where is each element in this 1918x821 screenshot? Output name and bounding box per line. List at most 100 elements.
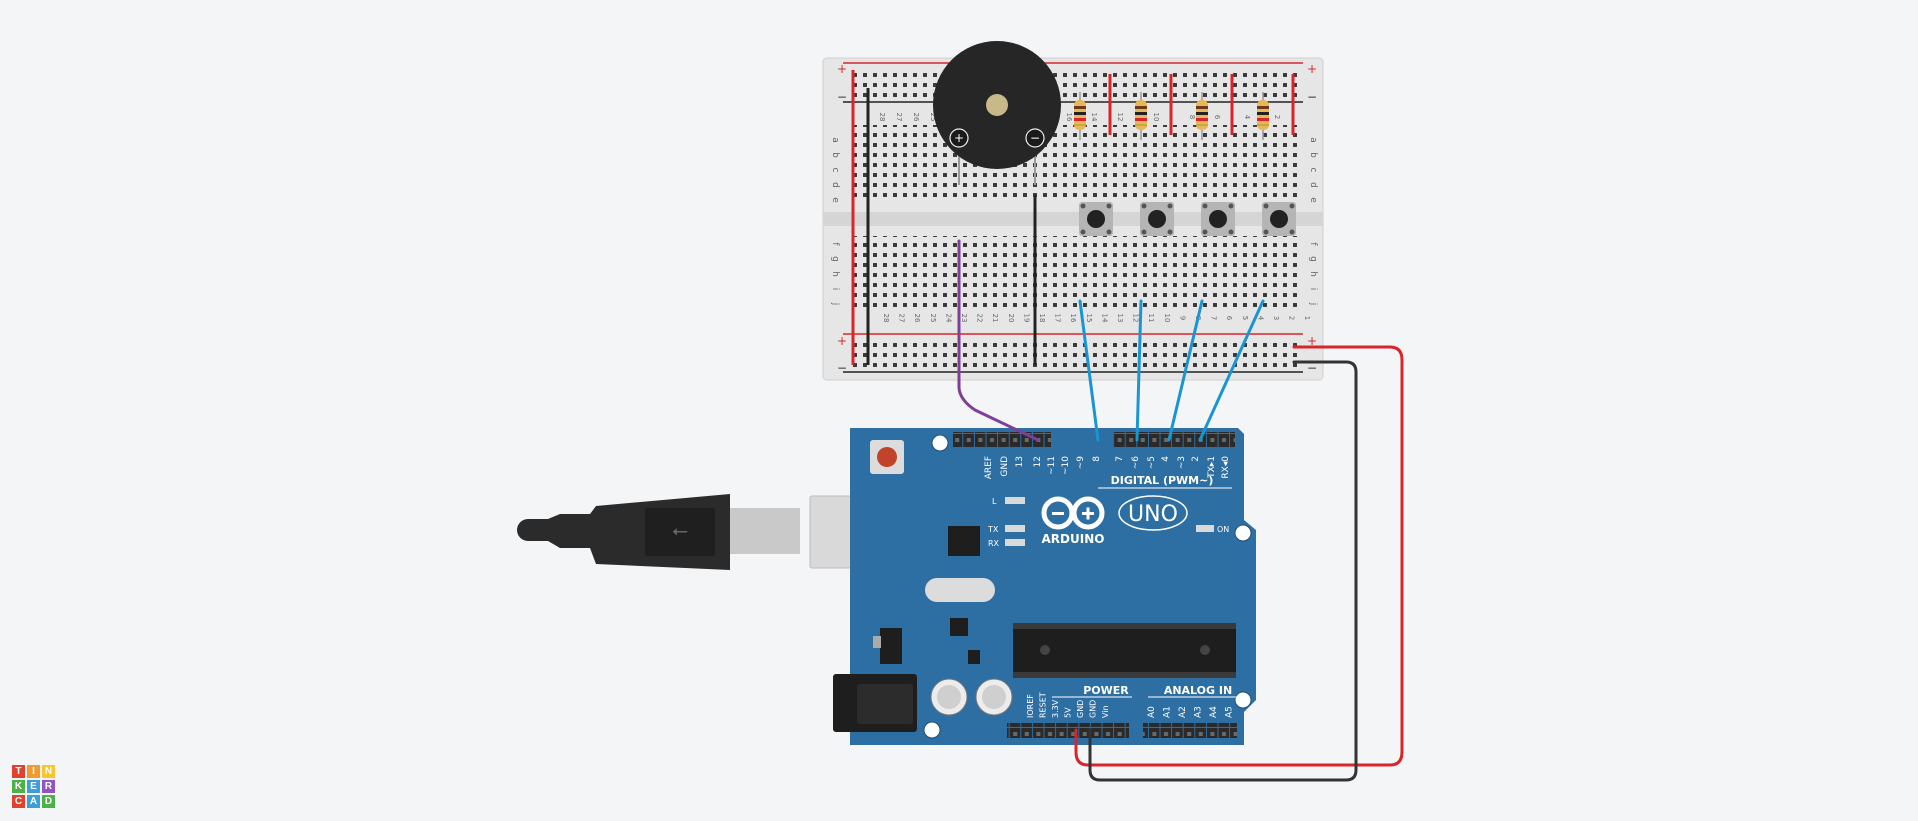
resistor-3[interactable] [1196,92,1208,140]
wire-blue-button2-pin6[interactable] [1135,299,1143,442]
analog-header[interactable] [1143,723,1237,738]
logo-tile: I [27,765,40,778]
breadboard-center-channel [823,212,1323,226]
power-jack-inner [857,684,913,724]
column-number: 4 [1256,316,1264,321]
resistor-1[interactable] [1074,92,1086,140]
power-header[interactable] [1007,723,1129,738]
buzzer-minus-terminal [1025,128,1045,148]
rail-minus-label-tr: − [1307,90,1317,104]
usb-metal-shell [730,508,800,554]
pushbutton-3[interactable] [1201,202,1235,236]
terminal-top-holes[interactable] [850,125,1300,199]
column-number: 15 [1085,314,1093,323]
column-number: 6 [1225,316,1233,321]
column-number: 20 [1007,314,1015,323]
row-label: c [1308,168,1318,173]
usb-chip [948,526,980,556]
column-number: 14 [1100,314,1108,323]
digital-header-right[interactable] [1113,432,1235,447]
row-label: d [1308,182,1318,188]
digital-pin-label: ~9 [1076,456,1086,470]
wire-blue-button1-pin8[interactable] [1078,299,1100,442]
row-label: a [1308,137,1318,143]
wire-purple-buzzer-pin12[interactable] [957,239,1040,442]
led-l-label: L [992,497,997,506]
logo-tile: N [42,765,55,778]
logo-tile: A [27,795,40,808]
row-label: g [1308,256,1318,262]
rail-bottom-holes[interactable] [850,340,1300,367]
led-tx [1005,525,1025,532]
column-number: 26 [913,314,921,323]
digital-pin-label: GND [1000,456,1010,477]
pushbuttons[interactable] [1079,202,1296,236]
reset-button-cap[interactable] [877,447,897,467]
pushbutton-1[interactable] [1079,202,1113,236]
column-number: 12 [1116,113,1124,122]
digital-label: DIGITAL (PWM~) [1111,474,1214,487]
column-number: 17 [1054,314,1062,323]
digital-pin-label: RX◂0 [1221,456,1231,479]
column-number: 27 [895,113,903,122]
power-pin-label: 5V [1064,707,1073,718]
wire-black-gnd[interactable] [1088,360,1358,782]
rail-top-holes[interactable] [850,70,1300,97]
led-tx-label: TX [987,525,999,534]
arduino-brand: ARDUINO [1042,532,1105,546]
uno-label: UNO [1128,502,1178,527]
uno-badge [1118,495,1188,531]
column-number: 6 [1213,115,1221,120]
row-label: b [830,152,840,158]
power-pin-label: RESET [1039,692,1048,718]
row-label: f [830,242,840,246]
digital-pin-label: AREF [984,456,994,479]
terminal-bottom-holes[interactable] [850,236,1300,310]
digital-pin-label: ~5 [1147,456,1157,469]
resistor-2[interactable] [1135,92,1147,140]
row-label: f [1308,242,1318,246]
resistors[interactable] [1074,92,1269,140]
digital-pin-label: TX▸1 [1207,456,1217,479]
wire-blue-button3-pin4[interactable] [1167,299,1204,442]
rail-plus-label-br: + [1307,334,1317,348]
chip-dot [1040,645,1050,655]
digital-pin-label: 8 [1092,456,1102,462]
resistor-4[interactable] [1257,92,1269,140]
row-label: e [1308,197,1318,203]
column-number: 22 [976,314,984,323]
digital-pin-label: ~3 [1177,456,1187,469]
column-number: 18 [1038,314,1046,323]
analog-pin-label: A1 [1163,706,1173,718]
crystal [925,578,995,602]
wire-blue-button4-pin2[interactable] [1198,299,1265,442]
column-number: 7 [1210,316,1218,320]
wire-red-5v[interactable] [1074,345,1404,767]
wires[interactable] [957,239,1404,782]
transistor [968,650,980,664]
mount-hole [923,721,941,739]
row-label: g [830,256,840,262]
power-pin-label: GND [1076,700,1085,718]
pushbutton-2[interactable] [1140,202,1174,236]
column-number: 25 [929,113,937,122]
usb-plug-face [645,508,715,556]
small-chip [950,618,968,636]
pushbutton-4[interactable] [1262,202,1296,236]
row-label: i [830,288,840,291]
row-label: d [830,182,840,188]
led-on-label: ON [1217,525,1229,534]
arduino-infinity-logo [1041,496,1105,530]
analog-pin-label: A5 [1225,706,1235,718]
led-on [1196,525,1214,532]
column-number: 26 [912,113,920,122]
piezo-buzzer[interactable]: + − [933,41,1061,185]
